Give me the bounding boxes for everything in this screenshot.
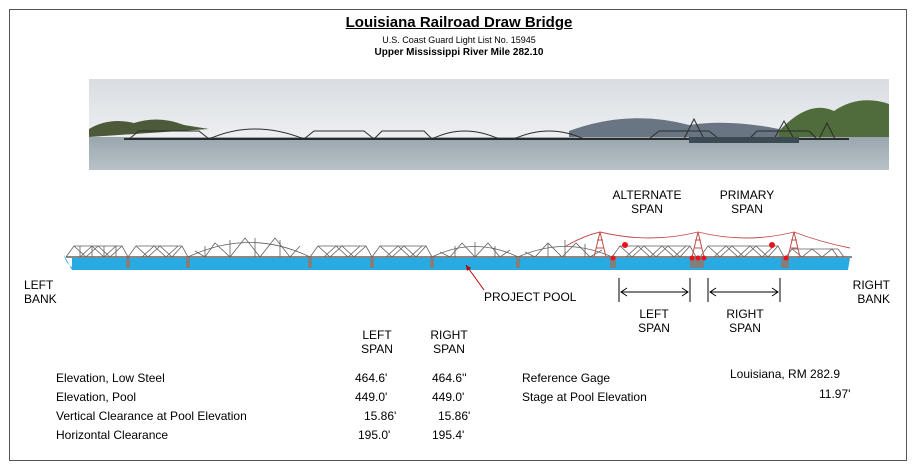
row-right-horizontal-clearance: 195.4' (432, 428, 465, 442)
reference-gage-label: Reference Gage (522, 371, 611, 385)
row-right-pool: 449.0' (432, 390, 465, 404)
row-left-horizontal-clearance: 195.0' (358, 428, 391, 442)
right-span-dimension (707, 278, 781, 302)
bridge-piers (126, 256, 789, 268)
row-left-pool: 449.0' (355, 390, 388, 404)
stage-value: 11.97' (819, 387, 851, 401)
row-left-vertical-clearance: 15.86' (364, 409, 397, 423)
light-list-number: U.S. Coast Guard Light List No. 15945 (382, 35, 536, 45)
river-mile: Upper Mississippi River Mile 282.10 (374, 47, 544, 58)
bridge-photo (89, 79, 889, 170)
row-right-vertical-clearance: 15.86' (438, 409, 471, 423)
left-span-dimension (618, 278, 691, 302)
stage-label: Stage at Pool Elevation (522, 390, 647, 404)
project-pool-label: PROJECT POOL (484, 290, 577, 304)
row-right-low-steel: 464.6'' (432, 371, 467, 385)
row-label-low-steel: Elevation, Low Steel (56, 371, 165, 385)
reference-gage-value: Louisiana, RM 282.9 (730, 367, 841, 381)
bridge-title: Louisiana Railroad Draw Bridge (345, 14, 573, 31)
truss-spans (65, 237, 845, 258)
navigation-lights (610, 242, 789, 261)
water-band (72, 258, 848, 270)
row-label-horizontal-clearance: Horizontal Clearance (56, 428, 169, 442)
row-left-low-steel: 464.6' (355, 371, 388, 385)
row-label-pool: Elevation, Pool (56, 390, 137, 404)
tower-structures (565, 231, 851, 258)
row-label-vertical-clearance: Vertical Clearance at Pool Elevation (56, 409, 247, 423)
